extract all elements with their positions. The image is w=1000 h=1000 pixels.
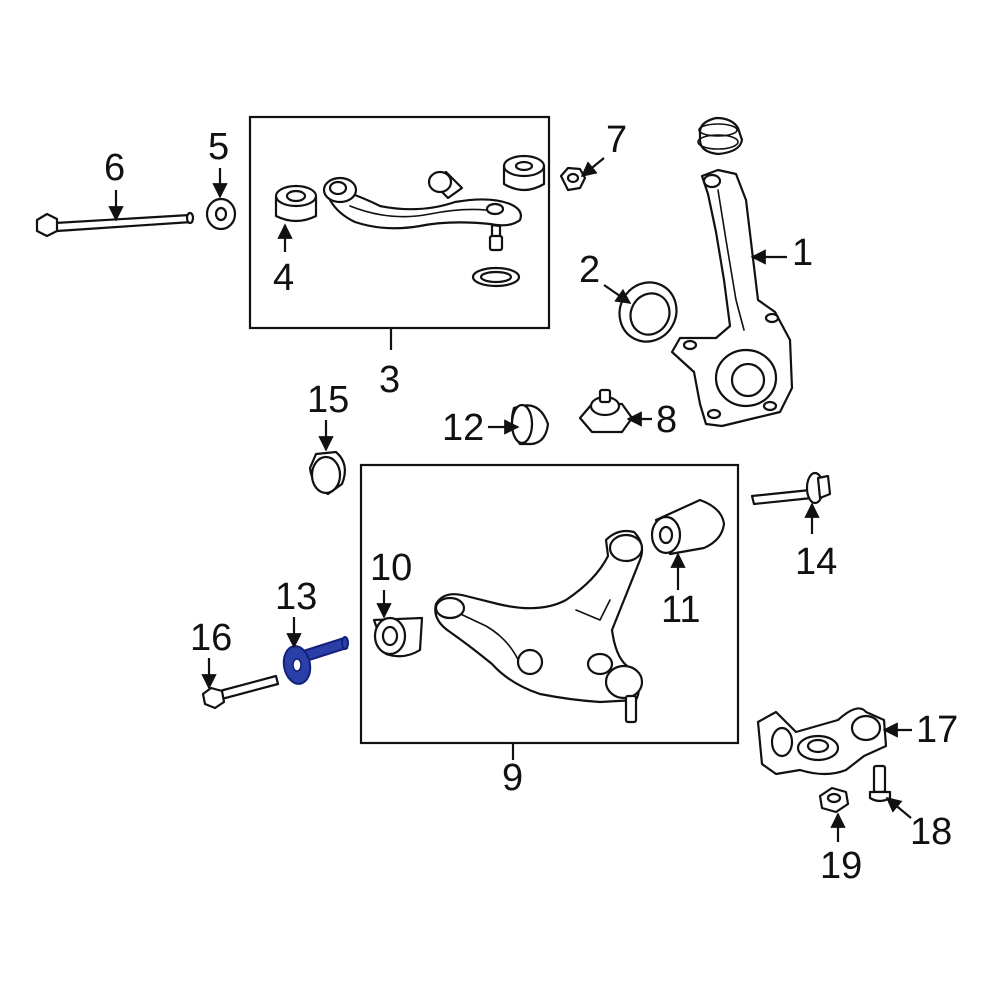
upper-control-arm-part[interactable]	[322, 170, 522, 252]
seal-ring-part[interactable]	[609, 272, 687, 351]
bolt-18-part[interactable]	[868, 764, 892, 803]
nut-19-part[interactable]	[818, 786, 850, 814]
callout-8: 8	[656, 399, 677, 441]
knuckle-dust-boot-part[interactable]	[697, 116, 744, 156]
callout-13: 13	[275, 576, 317, 618]
callout-6: 6	[104, 147, 125, 189]
bracket-17-part[interactable]	[756, 707, 888, 776]
nut-part[interactable]	[559, 166, 587, 192]
upper-arm-group-frame	[248, 115, 551, 330]
steering-knuckle-part[interactable]	[670, 168, 794, 428]
callout-18: 18	[910, 811, 952, 853]
callout-7: 7	[606, 119, 627, 161]
callout-12: 12	[442, 407, 484, 449]
callout-17: 17	[916, 709, 958, 751]
ball-joint-boot-part[interactable]	[471, 266, 521, 288]
upper-arm-rear-bushing-part[interactable]	[502, 154, 546, 192]
callout-4: 4	[273, 257, 294, 299]
callout-14: 14	[795, 541, 837, 583]
cam-bolt-13-part[interactable]	[281, 636, 349, 686]
cam-bolt-14-part[interactable]	[750, 471, 832, 506]
callout-1: 1	[792, 232, 813, 274]
callout-3: 3	[379, 359, 400, 401]
arrow-7	[580, 157, 605, 177]
lower-arm-group-frame	[359, 463, 740, 745]
bushing-12-part[interactable]	[510, 403, 550, 446]
arrow-2	[603, 284, 632, 304]
bolt-16-part[interactable]	[201, 674, 280, 710]
lower-control-arm-part[interactable]	[434, 529, 644, 724]
callout-5: 5	[208, 126, 229, 168]
long-bolt-part[interactable]	[35, 211, 195, 238]
lower-arm-front-bushing-part[interactable]	[372, 616, 424, 658]
callout-16: 16	[190, 617, 232, 659]
bushing-15-part[interactable]	[308, 450, 347, 496]
ball-joint-part[interactable]	[578, 388, 634, 434]
callout-19: 19	[820, 845, 862, 887]
callout-15: 15	[307, 379, 349, 421]
callout-10: 10	[370, 547, 412, 589]
callout-2: 2	[579, 249, 600, 291]
arrow-18	[885, 797, 912, 819]
washer-part[interactable]	[205, 197, 237, 231]
callout-9: 9	[502, 757, 523, 799]
lower-arm-rear-bushing-part[interactable]	[650, 498, 726, 556]
callout-11: 11	[661, 589, 700, 631]
upper-arm-bushing-part[interactable]	[274, 184, 318, 223]
